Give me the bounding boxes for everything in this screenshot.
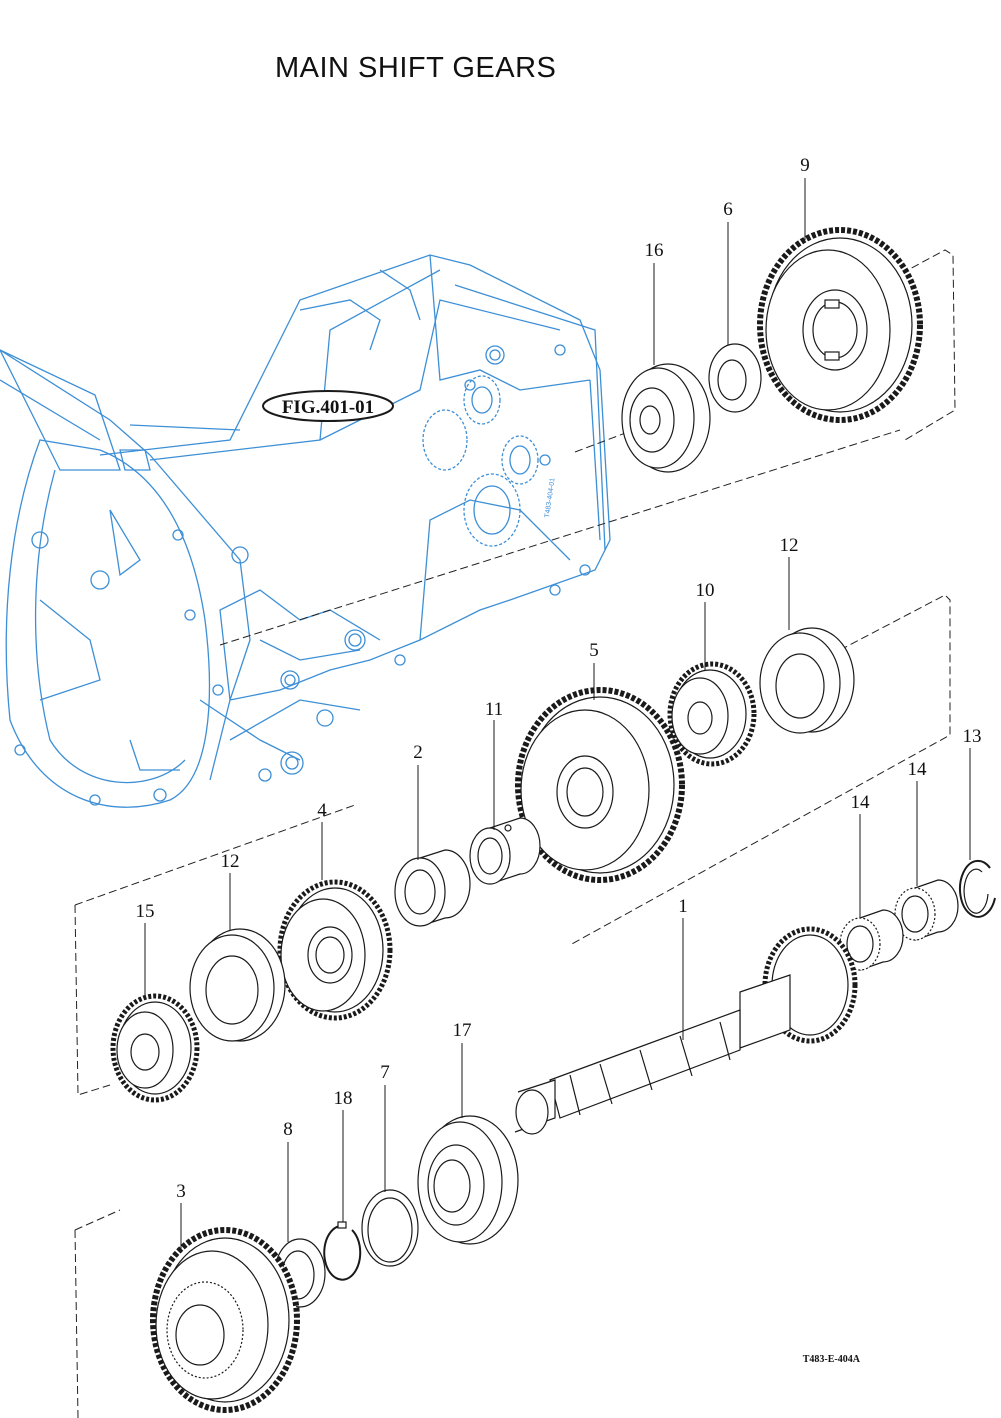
callout-5: 5 bbox=[589, 640, 599, 661]
gear-3 bbox=[150, 1227, 300, 1413]
gear-10 bbox=[667, 661, 757, 767]
callout-13: 13 bbox=[962, 726, 982, 747]
needle-bearing-14b bbox=[839, 909, 904, 971]
callout-9: 9 bbox=[800, 155, 810, 176]
callout-16: 16 bbox=[644, 240, 664, 261]
gear-9 bbox=[757, 227, 923, 423]
figure-reference: FIG.401-01 bbox=[282, 397, 374, 418]
callout-2: 2 bbox=[413, 742, 423, 763]
gear-4 bbox=[277, 879, 393, 1021]
callout-17: 17 bbox=[452, 1020, 472, 1041]
seal-12-lower bbox=[189, 928, 286, 1042]
callout-14-upper: 14 bbox=[907, 759, 927, 780]
callout-11: 11 bbox=[484, 699, 504, 720]
callout-10: 10 bbox=[695, 580, 715, 601]
washer-7 bbox=[361, 1189, 419, 1267]
sleeve-2 bbox=[394, 849, 471, 927]
snap-ring-13 bbox=[958, 859, 996, 918]
callout-12-lower: 12 bbox=[220, 851, 240, 872]
housing-marking: T483-404-01 bbox=[544, 478, 557, 519]
figure-reference-oval bbox=[262, 390, 394, 422]
transmission-housing bbox=[0, 254, 611, 808]
gear-5 bbox=[515, 687, 685, 883]
callout-1: 1 bbox=[678, 896, 688, 917]
seal-12-upper bbox=[759, 627, 855, 734]
callout-6: 6 bbox=[723, 199, 733, 220]
gear-15 bbox=[110, 993, 200, 1103]
needle-bearing-14a bbox=[894, 879, 959, 941]
callout-12-upper: 12 bbox=[779, 535, 799, 556]
bushing-11 bbox=[469, 817, 541, 885]
assembly-lines bbox=[74, 249, 956, 1418]
callout-3: 3 bbox=[176, 1181, 186, 1202]
figure-code: T483-E-404A bbox=[802, 1354, 860, 1365]
callout-7: 7 bbox=[380, 1062, 390, 1083]
callout-8: 8 bbox=[283, 1119, 293, 1140]
page-title: MAIN SHIFT GEARS bbox=[275, 52, 557, 84]
callout-4: 4 bbox=[317, 800, 327, 821]
callout-15: 15 bbox=[135, 901, 155, 922]
leader-lines bbox=[144, 178, 971, 1250]
snap-ring-18 bbox=[323, 1221, 362, 1281]
callout-18: 18 bbox=[333, 1088, 353, 1109]
callout-14-lower: 14 bbox=[850, 792, 870, 813]
bearing-16 bbox=[621, 363, 711, 473]
washer-6 bbox=[708, 343, 762, 413]
bearing-17 bbox=[417, 1115, 519, 1245]
main-shaft-1 bbox=[514, 926, 858, 1135]
